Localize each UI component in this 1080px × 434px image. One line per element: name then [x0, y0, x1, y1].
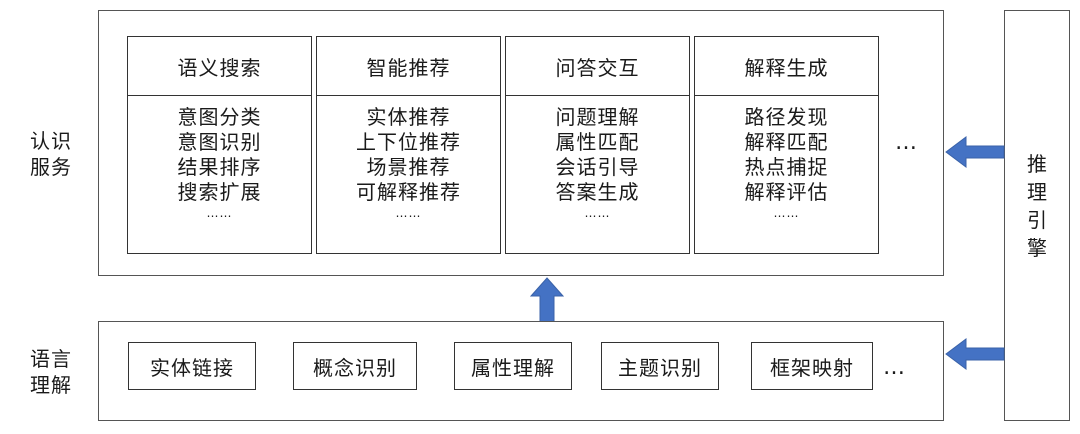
card-item: 路径发现	[744, 105, 829, 129]
card-divider	[317, 95, 500, 96]
card-title: 问答交互	[555, 55, 640, 80]
cognitive-services-more: …	[895, 130, 919, 155]
language-understanding-label: 语言 理解	[30, 346, 72, 398]
card-item: 意图分类	[177, 105, 262, 129]
card-divider	[128, 95, 311, 96]
service-card-semantic-search: 语义搜索 意图分类 意图识别 结果排序 搜索扩展 ……	[127, 36, 312, 254]
card-item: 问题理解	[555, 105, 640, 129]
card-item: 属性匹配	[555, 130, 640, 154]
reasoning-engine-char: 理	[1027, 180, 1047, 204]
card-item: 热点捕捉	[744, 155, 829, 179]
card-item: 解释匹配	[744, 130, 829, 154]
lang-item-concept-recognition: 概念识别	[293, 342, 417, 390]
card-item: 搜索扩展	[177, 180, 262, 204]
up-arrow-icon	[529, 277, 565, 325]
card-divider	[506, 95, 689, 96]
cognitive-services-label-line-2: 服务	[30, 155, 72, 179]
reasoning-engine-char: 引	[1027, 208, 1047, 232]
reasoning-engine-frame	[1004, 10, 1070, 421]
cognitive-services-label: 认识 服务	[30, 128, 72, 180]
service-card-explanation-generation: 解释生成 路径发现 解释匹配 热点捕捉 解释评估 ……	[694, 36, 879, 254]
card-item: 答案生成	[555, 180, 640, 204]
service-card-smart-recommendation: 智能推荐 实体推荐 上下位推荐 场景推荐 可解释推荐 ……	[316, 36, 501, 254]
card-item: 解释评估	[744, 180, 829, 204]
left-arrow-icon	[945, 136, 1005, 168]
language-understanding-label-line-1: 语言	[30, 347, 72, 371]
reasoning-engine-char: 推	[1027, 152, 1047, 176]
lang-item-frame-mapping: 框架映射	[751, 342, 873, 390]
card-more: ……	[773, 206, 800, 220]
service-card-qa-interaction: 问答交互 问题理解 属性匹配 会话引导 答案生成 ……	[505, 36, 690, 254]
card-items: 问题理解 属性匹配 会话引导 答案生成 ……	[506, 105, 689, 221]
card-more: ……	[584, 206, 611, 220]
card-items: 实体推荐 上下位推荐 场景推荐 可解释推荐 ……	[317, 105, 500, 221]
language-understanding-label-line-2: 理解	[30, 373, 72, 397]
left-arrow-icon	[945, 338, 1005, 370]
card-item: 结果排序	[177, 155, 262, 179]
card-more: ……	[395, 206, 422, 220]
card-item: 场景推荐	[366, 155, 451, 179]
card-item: 实体推荐	[366, 105, 451, 129]
card-items: 路径发现 解释匹配 热点捕捉 解释评估 ……	[695, 105, 878, 221]
card-more: ……	[206, 206, 233, 220]
card-item: 上下位推荐	[356, 130, 461, 154]
cognitive-services-label-line-1: 认识	[30, 129, 72, 153]
card-divider	[695, 95, 878, 96]
card-item: 意图识别	[177, 130, 262, 154]
card-title: 语义搜索	[177, 55, 262, 80]
language-understanding-more: …	[883, 355, 907, 380]
card-item: 会话引导	[555, 155, 640, 179]
card-items: 意图分类 意图识别 结果排序 搜索扩展 ……	[128, 105, 311, 221]
reasoning-engine-char: 擎	[1027, 236, 1047, 260]
card-title: 解释生成	[744, 55, 829, 80]
card-item: 可解释推荐	[356, 180, 461, 204]
card-title: 智能推荐	[366, 55, 451, 80]
lang-item-topic-recognition: 主题识别	[601, 342, 719, 390]
lang-item-entity-linking: 实体链接	[128, 342, 256, 390]
reasoning-engine-label: 推 理 引 擎	[1004, 150, 1070, 262]
lang-item-attribute-understanding: 属性理解	[454, 342, 572, 390]
